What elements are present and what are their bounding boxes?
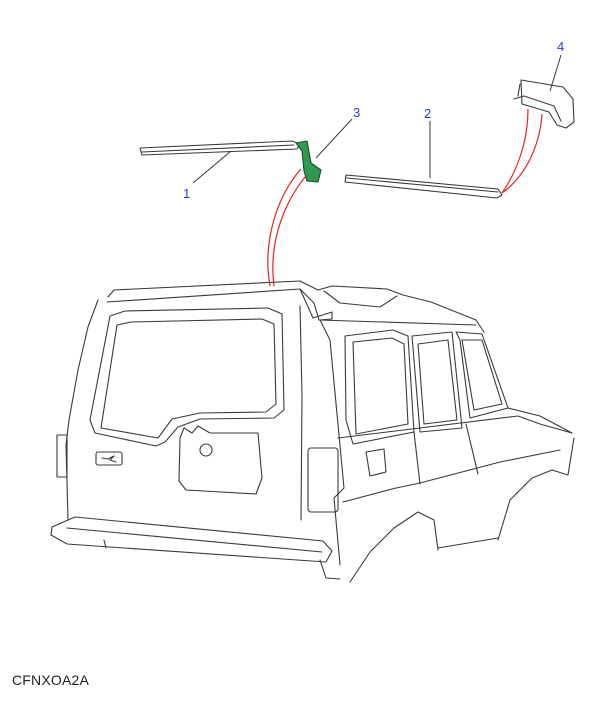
red-leader-lines xyxy=(267,108,543,287)
drawing-code: CFNXOA2A xyxy=(12,672,90,688)
part-1-roof-seal xyxy=(139,140,301,156)
callout-3: 3 xyxy=(353,105,360,120)
part-3-corner-seal xyxy=(295,140,322,183)
part-4-end-cap xyxy=(513,79,575,129)
callout-1: 1 xyxy=(183,186,190,201)
callout-4: 4 xyxy=(557,39,564,54)
part-2-side-seal xyxy=(344,174,503,199)
callout-leaders xyxy=(192,54,562,184)
callout-2: 2 xyxy=(424,106,431,121)
vehicle-body xyxy=(50,280,575,583)
